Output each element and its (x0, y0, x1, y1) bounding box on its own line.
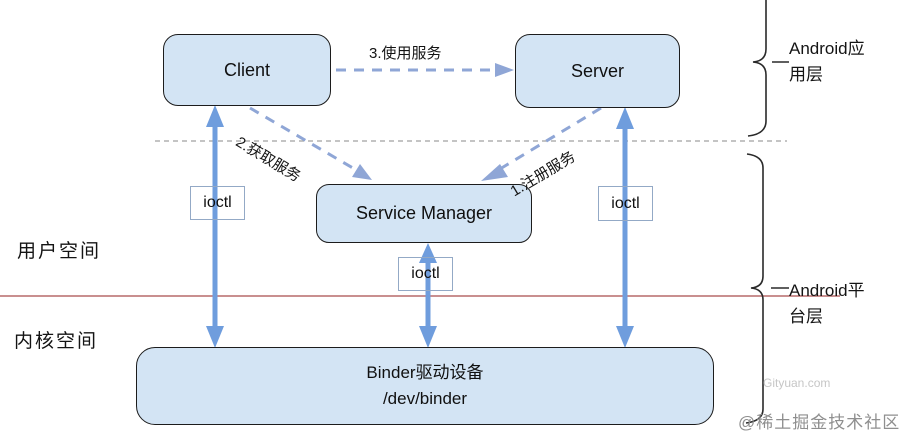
ioctl-box-service-manager: ioctl (398, 257, 453, 291)
binder-driver-title: Binder驱动设备 (366, 362, 484, 382)
android-platform-layer-label: Android平台层 (789, 281, 865, 327)
ioctl-box-client: ioctl (190, 186, 245, 220)
server-binder-arrow (616, 107, 634, 348)
binder-driver-box: Binder驱动设备 /dev/binder (136, 347, 714, 425)
use-service-arrow (336, 63, 514, 77)
ioctl-box-server: ioctl (598, 186, 653, 221)
get-service-arrow (249, 106, 372, 180)
server-label: Server (570, 60, 624, 81)
platform-layer-brace-icon (745, 153, 789, 424)
use-service-label: 3.使用服务 (369, 45, 442, 62)
register-service-arrow (481, 106, 602, 181)
kernel-space-label: 内核空间 (14, 331, 99, 352)
server-box: Server (515, 34, 680, 108)
client-label: Client (223, 59, 271, 80)
ioctl-label-server: ioctl (611, 194, 640, 212)
client-binder-arrow (206, 105, 224, 348)
android-app-layer-label: Android应用层 (789, 39, 865, 85)
juejin-watermark: @稀土掘金技术社区 (738, 413, 901, 432)
gityuan-watermark: Gityuan.com (763, 376, 831, 390)
ioctl-label-client: ioctl (203, 194, 232, 211)
service-manager-label: Service Manager (355, 203, 493, 223)
user-space-label: 用户空间 (17, 241, 102, 262)
ioctl-label-service-manager: ioctl (411, 265, 440, 282)
servicemanager-binder-arrow (419, 243, 437, 348)
service-manager-box: Service Manager (316, 184, 532, 243)
client-box: Client (163, 34, 331, 106)
binder-driver-path: /dev/binder (382, 389, 468, 408)
app-layer-brace-icon (747, 0, 789, 137)
